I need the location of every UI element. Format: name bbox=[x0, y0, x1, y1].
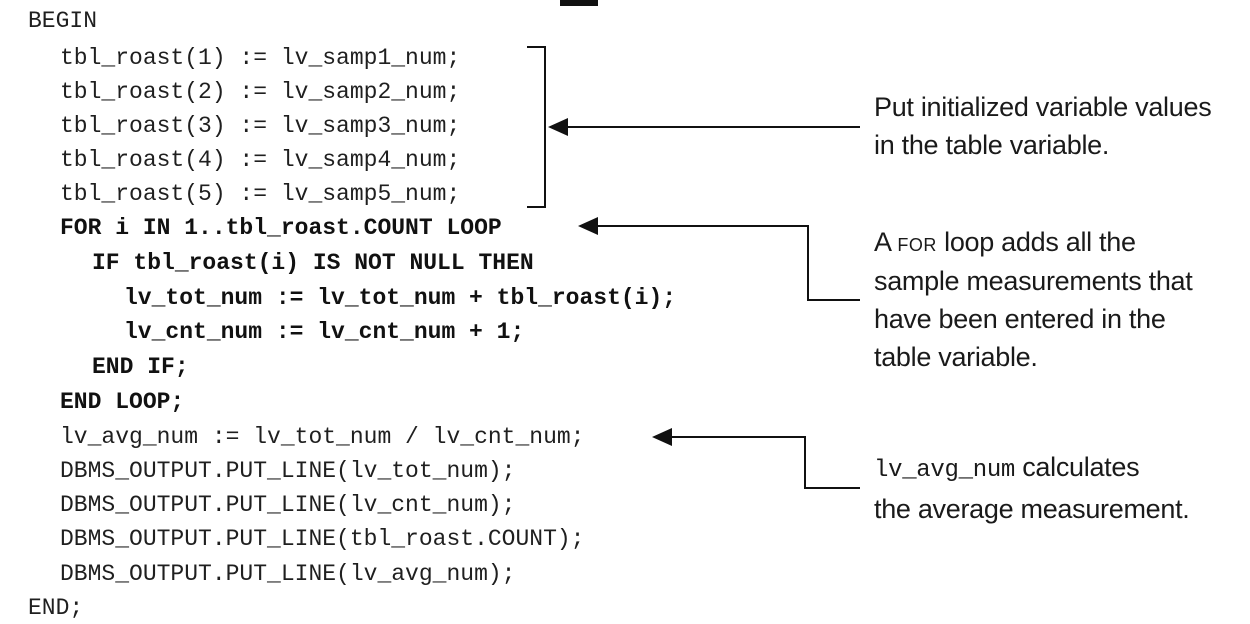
code-line-cnt-inc: lv_cnt_num := lv_cnt_num + 1; bbox=[124, 319, 525, 345]
code-line-for-loop: FOR i IN 1..tbl_roast.COUNT LOOP bbox=[60, 215, 502, 241]
code-line-assign-1: tbl_roast(1) := lv_samp1_num; bbox=[60, 45, 461, 71]
code-line-output-cnt: DBMS_OUTPUT.PUT_LINE(lv_cnt_num); bbox=[60, 492, 516, 518]
callout-for-loop: A FOR loop adds all the sample measureme… bbox=[874, 223, 1193, 376]
code-line-assign-5: tbl_roast(5) := lv_samp5_num; bbox=[60, 181, 461, 207]
callout-for-loop-prefix: A bbox=[874, 227, 898, 257]
code-line-end-loop: END LOOP; bbox=[60, 389, 185, 415]
callout-for-loop-line1-rest: loop adds all the bbox=[936, 227, 1136, 257]
average-connector bbox=[672, 436, 860, 489]
callout-for-keyword: FOR bbox=[897, 229, 937, 257]
callout-table-init-line1: Put initialized variable values bbox=[874, 92, 1212, 122]
callout-for-loop-line2: sample measurements that bbox=[874, 266, 1193, 296]
code-line-assign-4: tbl_roast(4) := lv_samp4_num; bbox=[60, 147, 461, 173]
code-line-output-tot: DBMS_OUTPUT.PUT_LINE(lv_tot_num); bbox=[60, 458, 516, 484]
callout-for-loop-line1: A FOR loop adds all the bbox=[874, 223, 1192, 262]
code-line-tot-sum: lv_tot_num := lv_tot_num + tbl_roast(i); bbox=[124, 285, 677, 311]
callout-average-line2: the average measurement. bbox=[874, 494, 1190, 524]
callout-for-loop-line3: have been entered in the bbox=[874, 304, 1166, 334]
callout-table-init: Put initialized variable values in the t… bbox=[874, 88, 1212, 164]
table-init-arrowhead bbox=[548, 118, 568, 136]
code-line-assign-3: tbl_roast(3) := lv_samp3_num; bbox=[60, 113, 461, 139]
callout-table-init-line2: in the table variable. bbox=[874, 130, 1110, 160]
code-line-avg: lv_avg_num := lv_tot_num / lv_cnt_num; bbox=[60, 424, 585, 450]
for-loop-arrowhead bbox=[578, 217, 598, 235]
code-line-assign-2: tbl_roast(2) := lv_samp2_num; bbox=[60, 79, 461, 105]
code-line-end-if: END IF; bbox=[92, 354, 189, 380]
code-line-output-avg: DBMS_OUTPUT.PUT_LINE(lv_avg_num); bbox=[60, 561, 516, 587]
callout-average-line1: lv_avg_num calculates bbox=[874, 448, 1189, 490]
code-line-if: IF tbl_roast(i) IS NOT NULL THEN bbox=[92, 250, 534, 276]
cropped-top-mark bbox=[560, 0, 598, 6]
table-init-bracket bbox=[527, 46, 546, 208]
callout-for-loop-line4: table variable. bbox=[874, 342, 1038, 372]
callout-average-line1-rest: calculates bbox=[1015, 452, 1140, 482]
code-line-end: END; bbox=[28, 595, 84, 621]
code-line-output-count: DBMS_OUTPUT.PUT_LINE(tbl_roast.COUNT); bbox=[60, 526, 585, 552]
callout-average: lv_avg_num calculates the average measur… bbox=[874, 448, 1190, 528]
average-arrowhead bbox=[652, 428, 672, 446]
code-line-begin: BEGIN bbox=[28, 8, 98, 34]
callout-average-code-term: lv_avg_num bbox=[874, 457, 1016, 484]
